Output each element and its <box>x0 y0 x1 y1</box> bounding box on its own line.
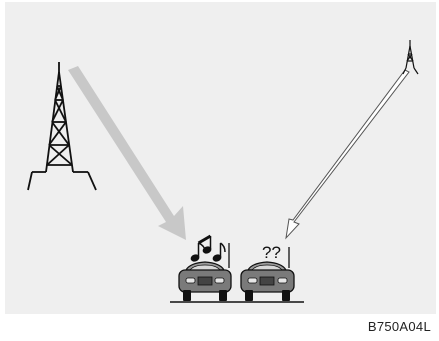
strong-signal-arrow <box>68 66 186 240</box>
question-marks: ?? <box>262 243 281 262</box>
music-notes-icon <box>190 236 225 262</box>
figure-code: B750A04L <box>368 319 431 334</box>
far-tower-icon <box>403 40 418 74</box>
weak-signal-arrow <box>286 70 409 238</box>
